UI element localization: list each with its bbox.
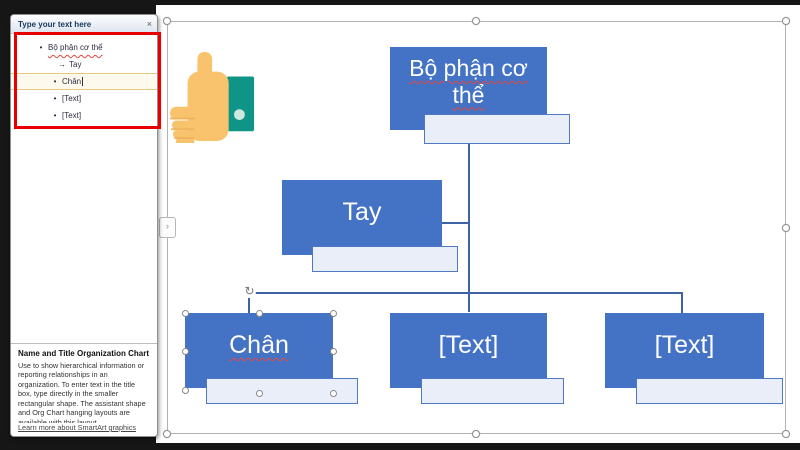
outline-item-child-2[interactable]: • [Text]	[11, 90, 157, 107]
bullet-dot-icon: •	[39, 43, 43, 52]
layout-info-panel: Name and Title Organization Chart Use to…	[11, 343, 157, 436]
bullet-arrow-icon: →	[58, 60, 66, 69]
layout-info-title: Name and Title Organization Chart	[18, 349, 149, 358]
smartart-text-pane: Type your text here × • Bộ phận cơ thể →…	[10, 14, 158, 437]
red-annotation-box	[14, 32, 161, 129]
text-pane-empty-area[interactable]	[11, 124, 157, 343]
text-pane-title: Type your text here	[18, 19, 92, 29]
connector-assistant-stub	[441, 222, 469, 224]
org-node-child-1-label: Chân	[229, 331, 289, 360]
outline-item-child-1-label: Chân	[62, 77, 82, 86]
close-icon[interactable]: ×	[146, 18, 152, 29]
resize-handle-bottom-right[interactable]	[782, 430, 790, 438]
outline-item-child-1[interactable]: • Chân	[11, 73, 157, 90]
resize-handle-top-right[interactable]	[782, 17, 790, 25]
rotation-handle-icon[interactable]: ↻	[243, 284, 256, 298]
outline-item-assistant[interactable]: → Tay	[11, 56, 157, 73]
selection-handle[interactable]	[182, 348, 189, 355]
outline-item-root[interactable]: • Bộ phận cơ thể	[11, 39, 157, 56]
outline-item-child-3-label: [Text]	[62, 111, 82, 120]
resize-handle-top-center[interactable]	[472, 17, 480, 25]
resize-handle-top-left[interactable]	[163, 17, 171, 25]
bullet-dot-icon: •	[53, 111, 57, 120]
selection-handle[interactable]	[330, 390, 337, 397]
outline-item-child-2-label: [Text]	[62, 94, 82, 103]
org-node-child-3[interactable]: [Text]	[605, 313, 764, 388]
org-node-child-1[interactable]: Chân	[185, 313, 333, 388]
selection-handle[interactable]	[182, 310, 189, 317]
resize-handle-mid-right[interactable]	[782, 224, 790, 232]
resize-handle-bottom-left[interactable]	[163, 430, 171, 438]
bullet-dot-icon: •	[53, 94, 57, 103]
outline-item-root-label: Bộ phận cơ thể	[48, 43, 103, 52]
selection-handle[interactable]	[256, 310, 263, 317]
org-node-assistant-label: Tay	[342, 198, 382, 227]
learn-more-link[interactable]: Learn more about SmartArt graphics	[18, 423, 137, 432]
outline-item-assistant-label: Tay	[69, 60, 82, 69]
connector-drop-right	[681, 292, 683, 313]
bullet-dot-icon: •	[53, 77, 57, 86]
org-node-assistant[interactable]: Tay	[282, 180, 442, 255]
org-node-root-title-box[interactable]	[424, 114, 570, 144]
selection-handle[interactable]	[330, 348, 337, 355]
org-node-child-3-title-box[interactable]	[636, 378, 783, 404]
org-node-assistant-title-box[interactable]	[312, 246, 458, 272]
selection-handle[interactable]	[330, 310, 337, 317]
resize-handle-bottom-center[interactable]	[472, 430, 480, 438]
selection-handle[interactable]	[256, 390, 263, 397]
org-node-child-3-label: [Text]	[654, 331, 715, 360]
org-node-child-2-label: [Text]	[438, 331, 499, 360]
hand-pointing-left-icon	[170, 52, 255, 143]
outline-item-child-3[interactable]: • [Text]	[11, 107, 157, 124]
org-node-root-label: Bộ phận cơ thể	[409, 55, 528, 108]
connector-children-rail	[248, 292, 683, 294]
connector-drop-left	[248, 292, 250, 313]
org-node-child-2-title-box[interactable]	[421, 378, 564, 404]
text-cursor	[82, 77, 84, 86]
connector-root-vertical	[468, 144, 470, 312]
text-pane-toggle-button[interactable]: ›	[159, 217, 176, 238]
selection-handle[interactable]	[182, 387, 189, 394]
layout-info-description: Use to show hierarchical information or …	[18, 361, 146, 423]
org-node-child-2[interactable]: [Text]	[390, 313, 547, 388]
chevron-right-icon: ›	[166, 221, 169, 231]
text-pane-outline-list: • Bộ phận cơ thể → Tay • Chân • [Text] •…	[11, 34, 157, 124]
